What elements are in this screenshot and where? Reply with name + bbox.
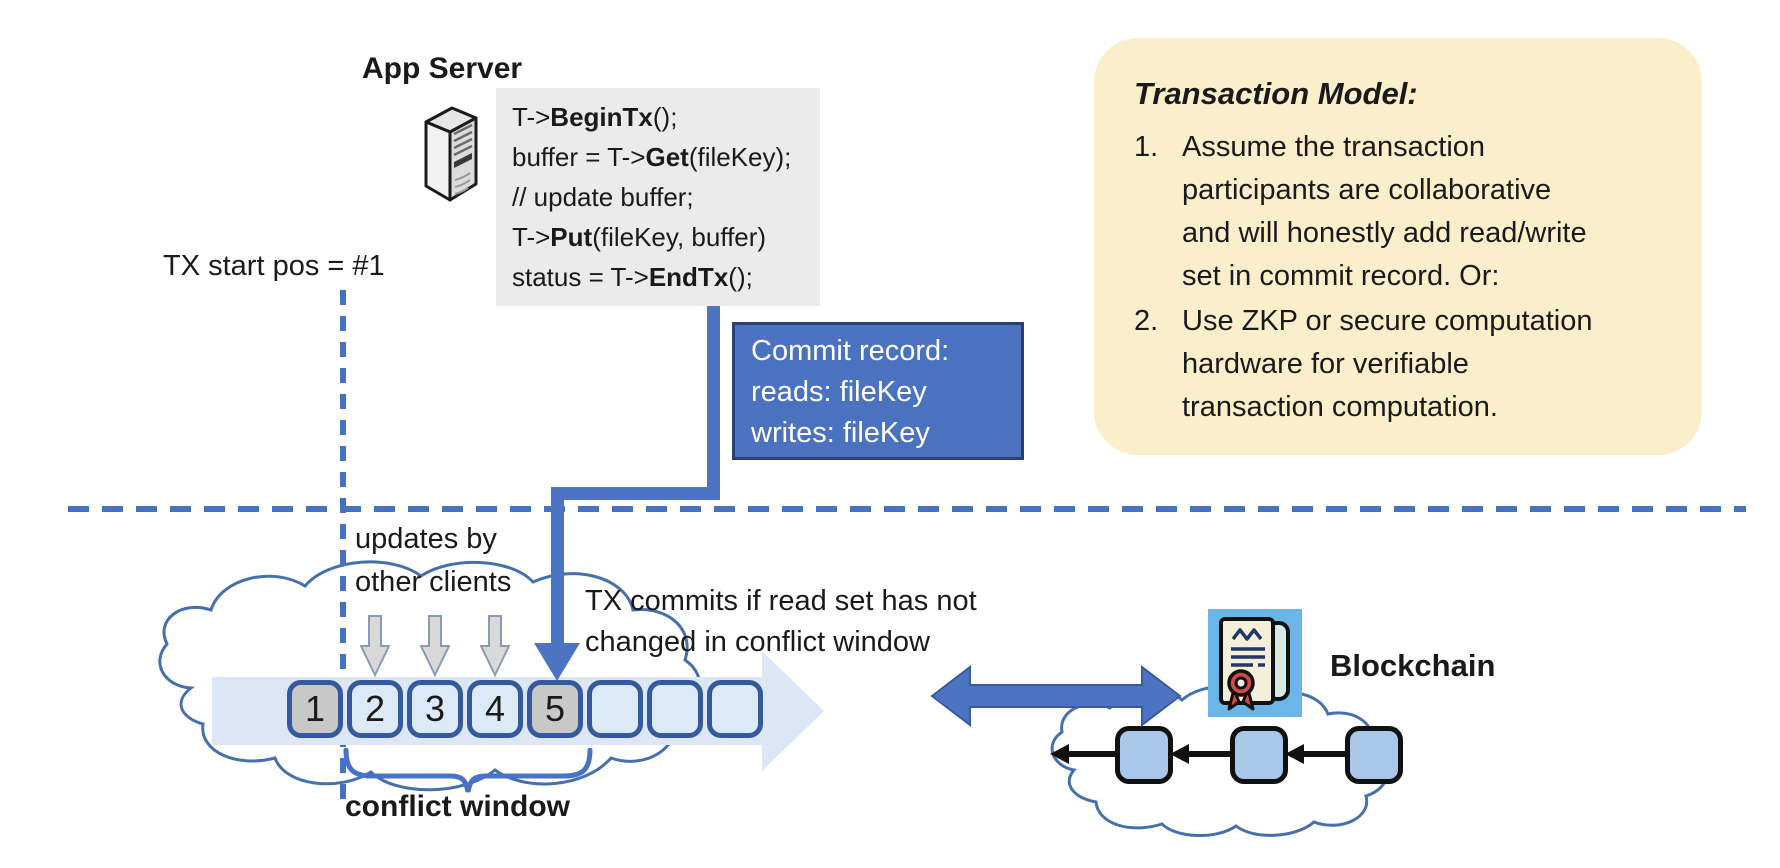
blockchain-label: Blockchain [1330,648,1496,683]
app-server-label: App Server [362,52,523,85]
chain-link-arrow-icon [1050,741,1116,767]
update-arrow-icon [420,614,450,678]
commit-connector-segment [707,304,720,494]
item-number: 1. [1134,131,1159,163]
tx-start-dashed-line [340,290,346,800]
timeline-block: 3 [407,680,463,738]
timeline-block [587,680,643,738]
timeline-block: 4 [467,680,523,738]
commit-connector-segment [551,487,564,645]
commit-record-reads: reads: fileKey [751,376,927,408]
chain-link-arrow-icon [1170,741,1232,767]
timeline-block: 2 [347,680,403,738]
commit-connector-segment [551,487,720,500]
code-line: T->BeginTx(); [512,102,678,132]
code-line: status = T->EndTx(); [512,262,753,292]
code-line: T->Put(fileKey, buffer) [512,222,767,252]
chain-block [1115,726,1173,784]
transaction-model-title: Transaction Model: [1134,76,1418,111]
commit-record-writes: writes: fileKey [751,417,930,449]
transaction-model-item: 2. Use ZKP or secure computation hardwar… [1134,300,1668,429]
item-number: 2. [1134,305,1159,337]
chain-link-arrow-icon [1285,741,1347,767]
horizontal-divider-dashed-line [68,506,1746,512]
chain-block [1345,726,1403,784]
conflict-window-label: conflict window [345,790,570,823]
code-line: // update buffer; [512,182,694,212]
commit-arrowhead-icon [534,643,580,681]
item-text: Use ZKP or secure computation hardware f… [1182,305,1593,423]
double-arrow-icon [930,660,1182,732]
certificate-icon [1208,609,1302,717]
server-icon [413,96,487,206]
timeline-block: 1 [287,680,343,738]
transaction-model-item: 1. Assume the transaction participants a… [1134,126,1668,298]
transaction-code-box: T->BeginTx(); buffer = T->Get(fileKey); … [496,88,820,306]
chain-block [1230,726,1288,784]
tx-commit-condition-label: TX commits if read set has not changed i… [585,585,977,658]
updates-by-other-clients-label: updates by other clients [355,523,512,598]
timeline-block: 5 [527,680,583,738]
commit-record-box: Commit record: reads: fileKey writes: fi… [732,322,1024,460]
update-arrow-icon [480,614,510,678]
timeline-block [707,680,763,738]
update-arrow-icon [360,614,390,678]
commit-record-title: Commit record: [751,335,950,367]
timeline-block [647,680,703,738]
code-line: buffer = T->Get(fileKey); [512,142,792,172]
transaction-model-box: Transaction Model: 1. Assume the transac… [1094,38,1702,455]
tx-start-pos-label: TX start pos = #1 [163,250,385,282]
item-text: Assume the transaction participants are … [1182,131,1587,292]
conflict-window-bracket [342,748,594,794]
